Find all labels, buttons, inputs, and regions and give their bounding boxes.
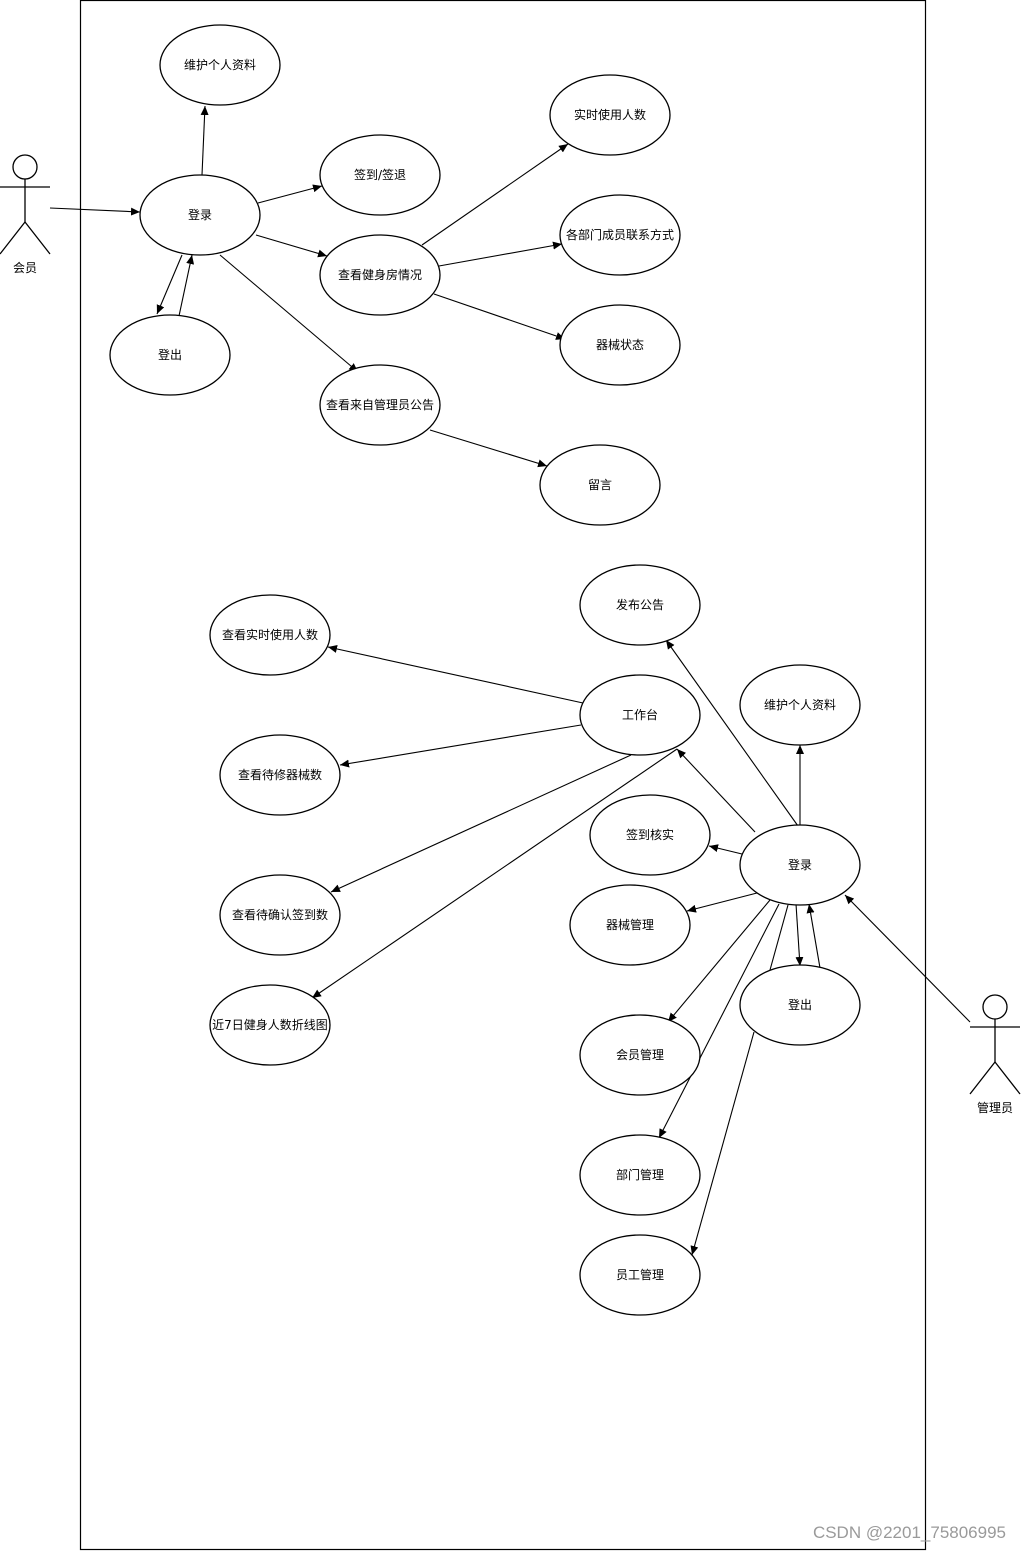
- svg-text:查看来自管理员公告: 查看来自管理员公告: [326, 397, 434, 412]
- edge-dashboard-repair: [339, 724, 582, 768]
- usecase-admin-staff-mgmt: 员工管理: [579, 1234, 701, 1316]
- usecase-admin-dept-mgmt: 部门管理: [579, 1134, 701, 1216]
- edge-login-notice: [219, 254, 359, 373]
- usecase-admin-logout: 登出: [739, 964, 861, 1046]
- usecase-member-dept-contacts: 各部门成员联系方式: [559, 194, 681, 276]
- svg-text:登录: 登录: [788, 857, 812, 872]
- svg-text:器械状态: 器械状态: [596, 337, 644, 352]
- svg-text:会员管理: 会员管理: [616, 1047, 664, 1062]
- edge-gym-equipment: [433, 293, 566, 340]
- svg-text:留言: 留言: [588, 478, 612, 492]
- svg-text:签到核实: 签到核实: [626, 827, 674, 842]
- edge-dashboard-realtime: [327, 645, 584, 704]
- edge-dashboard-chart: [311, 748, 678, 999]
- edge-login-checkinverify: [708, 844, 743, 855]
- actor-admin-label: 管理员: [977, 1100, 1013, 1115]
- svg-text:登出: 登出: [788, 997, 812, 1012]
- watermark: CSDN @2201_75806995: [813, 1523, 1006, 1542]
- svg-text:查看待确认签到数: 查看待确认签到数: [232, 907, 328, 922]
- usecase-admin-equipment-mgmt: 器械管理: [569, 884, 691, 966]
- actor-head: [982, 994, 1008, 1020]
- usecase-member-equipment-status: 器械状态: [559, 304, 681, 386]
- usecase-member-gym-status: 查看健身房情况: [319, 234, 441, 316]
- svg-text:查看待修器械数: 查看待修器械数: [238, 767, 322, 782]
- edge-dashboard-pending: [330, 754, 632, 893]
- usecase-member-profile: 维护个人资料: [159, 24, 281, 106]
- svg-text:查看实时使用人数: 查看实时使用人数: [222, 627, 318, 642]
- usecase-admin-view-repair-count: 查看待修器械数: [219, 734, 341, 816]
- system-boundary: [79, 0, 927, 1551]
- edge-login-logout: [795, 903, 804, 967]
- usecase-admin-view-pending-checkin: 查看待确认签到数: [219, 874, 341, 956]
- svg-text:发布公告: 发布公告: [616, 597, 664, 612]
- edge-login-dept: [658, 903, 780, 1139]
- edge-notice-message: [429, 429, 548, 468]
- edge-login-dashboard: [676, 748, 756, 833]
- usecase-admin-profile: 维护个人资料: [739, 664, 861, 746]
- svg-text:登录: 登录: [188, 207, 212, 222]
- edge-login-profile: [200, 105, 209, 176]
- edge-login-gym: [255, 234, 328, 258]
- usecase-admin-login: 登录: [739, 824, 861, 906]
- usecase-admin-member-mgmt: 会员管理: [579, 1014, 701, 1096]
- edge-logout-staff: [690, 1031, 755, 1256]
- usecase-member-message: 留言: [539, 444, 661, 526]
- usecase-admin-week-chart: 近7日健身人数折线图: [209, 984, 331, 1066]
- usecase-member-logout: 登出: [109, 314, 231, 396]
- usecase-admin-checkin-verify: 签到核实: [589, 794, 711, 876]
- usecase-member-checkin: 签到/签退: [319, 134, 441, 216]
- edge-login-logout-line: [769, 904, 789, 971]
- edge-login-checkin: [257, 184, 323, 204]
- usecase-admin-view-realtime-users: 查看实时使用人数: [209, 594, 331, 676]
- actor-head: [12, 154, 38, 180]
- svg-text:实时使用人数: 实时使用人数: [574, 107, 646, 122]
- svg-text:查看健身房情况: 查看健身房情况: [338, 267, 422, 282]
- edge-login-logout: [156, 254, 183, 315]
- svg-text:部门管理: 部门管理: [616, 1167, 664, 1182]
- edge-logout-login: [178, 254, 195, 317]
- usecase-member-realtime-users: 实时使用人数: [549, 74, 671, 156]
- usecase-member-admin-notice: 查看来自管理员公告: [319, 364, 441, 446]
- svg-text:维护个人资料: 维护个人资料: [764, 698, 836, 712]
- edge-gym-contacts: [438, 241, 563, 267]
- svg-text:签到/签退: 签到/签退: [354, 167, 406, 182]
- member-edges: [49, 105, 569, 468]
- actor-admin: 管理员: [969, 994, 1021, 1115]
- svg-text:器械管理: 器械管理: [606, 917, 654, 932]
- actor-member: 会员: [0, 154, 51, 275]
- edge-login-equipment: [686, 892, 758, 913]
- edge-member-login: [49, 207, 141, 216]
- svg-text:员工管理: 员工管理: [616, 1267, 664, 1282]
- svg-text:维护个人资料: 维护个人资料: [184, 58, 256, 72]
- usecase-admin-publish-notice: 发布公告: [579, 564, 701, 646]
- svg-text:各部门成员联系方式: 各部门成员联系方式: [566, 227, 674, 242]
- actor-member-label: 会员: [13, 261, 37, 275]
- usecase-admin-dashboard: 工作台: [579, 674, 701, 756]
- admin-edges: [311, 639, 971, 1256]
- svg-text:近7日健身人数折线图: 近7日健身人数折线图: [212, 1017, 328, 1032]
- edge-logout-login: [806, 903, 821, 969]
- edge-login-member: [667, 899, 771, 1023]
- usecase-member-login: 登录: [139, 174, 261, 256]
- edge-admin-login: [844, 894, 971, 1023]
- edge-login-publish: [665, 639, 799, 827]
- svg-text:登出: 登出: [158, 347, 182, 362]
- svg-text:工作台: 工作台: [622, 707, 658, 722]
- edge-gym-realtime: [421, 143, 569, 246]
